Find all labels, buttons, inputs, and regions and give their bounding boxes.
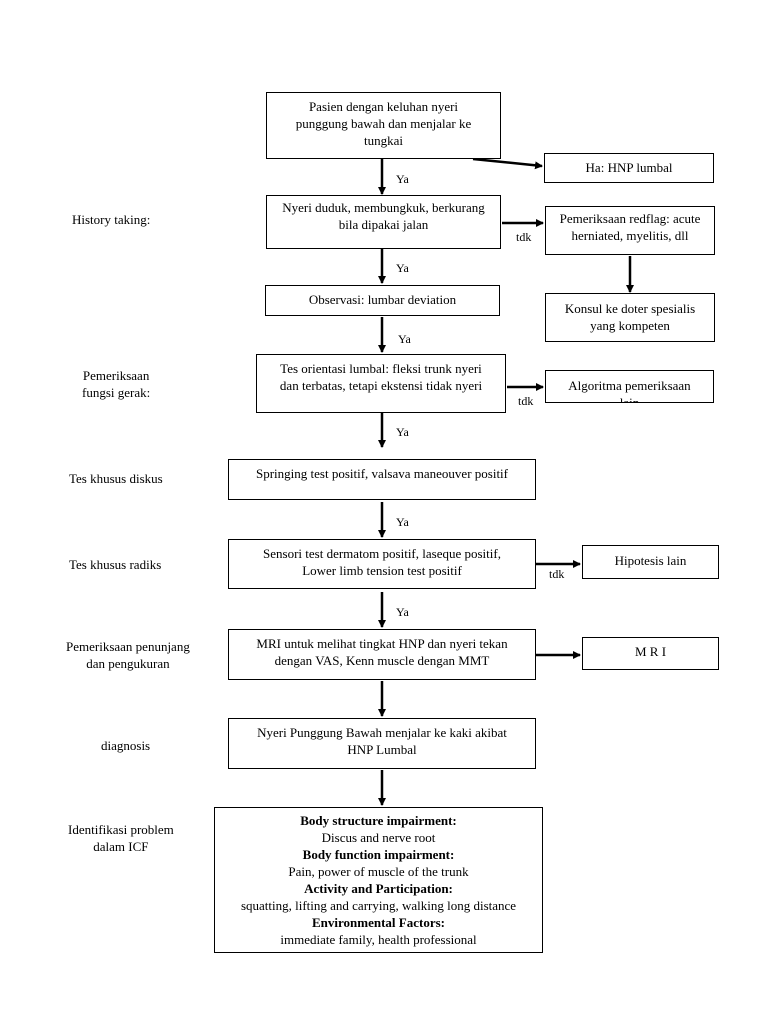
icf-text-environmental: immediate family, health professional bbox=[280, 932, 477, 947]
label-icf-line1: Identifikasi problem bbox=[68, 822, 174, 837]
ya-label-6: Ya bbox=[396, 605, 409, 619]
box-mri-penunjang: MRI untuk melihat tingkat HNP dan nyeri … bbox=[228, 629, 536, 680]
box-sensori-test: Sensori test dermatom positif, laseque p… bbox=[228, 539, 536, 589]
box-icf-problems: Body structure impairment: Discus and ne… bbox=[214, 807, 543, 953]
icf-heading-environmental: Environmental Factors: bbox=[312, 915, 445, 930]
label-icf-line2: dalam ICF bbox=[93, 839, 149, 854]
icf-text-body-structure: Discus and nerve root bbox=[321, 830, 436, 845]
label-pemeriksaan-penunjang: Pemeriksaan penunjang dan pengukuran bbox=[66, 638, 190, 672]
box-mri-side: M R I bbox=[582, 637, 719, 670]
ya-label-1: Ya bbox=[396, 172, 409, 186]
ya-label-5: Ya bbox=[396, 515, 409, 529]
label-history-taking: History taking: bbox=[72, 212, 151, 227]
icf-text-activity: squatting, lifting and carrying, walking… bbox=[240, 898, 517, 913]
label-penunjang-line1: Pemeriksaan penunjang bbox=[66, 639, 190, 654]
ya-label-3: Ya bbox=[398, 332, 411, 346]
box-hipotesis-lain: Hipotesis lain bbox=[582, 545, 719, 579]
ya-label-4: Ya bbox=[396, 425, 409, 439]
tdk-label-3: tdk bbox=[549, 567, 565, 581]
label-tes-khusus-diskus: Tes khusus diskus bbox=[69, 471, 163, 486]
label-identifikasi-icf: Identifikasi problem dalam ICF bbox=[68, 821, 174, 855]
icf-heading-activity: Activity and Participation: bbox=[304, 881, 453, 896]
label-pemeriksaan-line1: Pemeriksaan bbox=[82, 368, 150, 383]
icf-heading-body-structure: Body structure impairment: bbox=[300, 813, 457, 828]
arrow-to-ha bbox=[472, 157, 543, 170]
label-pemeriksaan-fungsi-gerak: Pemeriksaan fungsi gerak: bbox=[82, 367, 150, 401]
label-pemeriksaan-line2: fungsi gerak: bbox=[82, 385, 151, 400]
box-springing-test: Springing test positif, valsava maneouve… bbox=[228, 459, 536, 500]
label-diagnosis: diagnosis bbox=[101, 738, 151, 753]
box-observasi: Observasi: lumbar deviation bbox=[265, 285, 500, 316]
icf-text-body-function: Pain, power of muscle of the trunk bbox=[288, 864, 469, 879]
box-diagnosis: Nyeri Punggung Bawah menjalar ke kaki ak… bbox=[228, 718, 536, 769]
tdk-label-2: tdk bbox=[518, 394, 534, 408]
box-ha-hnp-lumbal: Ha: HNP lumbal bbox=[544, 153, 714, 183]
box-tes-orientasi-lumbal: Tes orientasi lumbal: fleksi trunk nyeri… bbox=[256, 354, 506, 413]
ya-label-2: Ya bbox=[396, 261, 409, 275]
label-tes-khusus-radiks: Tes khusus radiks bbox=[69, 557, 162, 572]
label-penunjang-line2: dan pengukuran bbox=[86, 656, 170, 671]
icf-heading-body-function: Body function impairment: bbox=[302, 847, 455, 862]
tdk-label-1: tdk bbox=[516, 230, 532, 244]
